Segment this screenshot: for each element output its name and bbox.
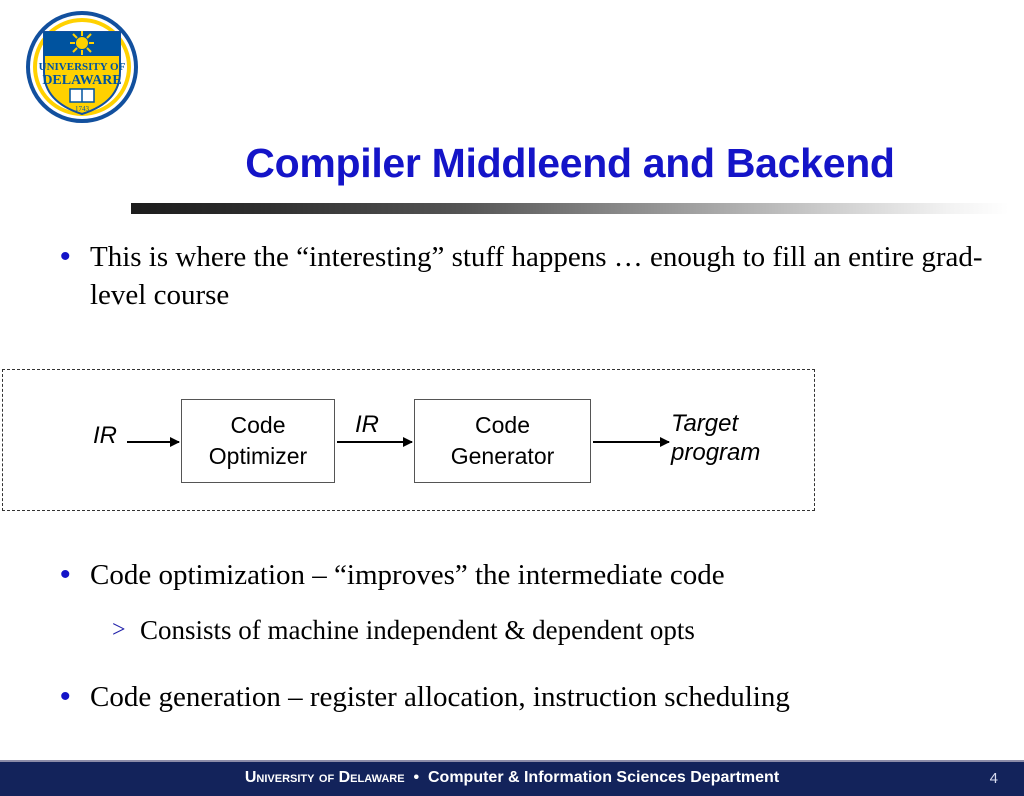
node-optimizer-line1: Code [230,412,286,438]
bullet-subtext-2-1: Consists of machine independent & depend… [140,615,695,645]
bullet-dot-icon: • [60,558,71,591]
footer-top-divider [0,760,1024,762]
bullet-text-1: This is where the “interesting” stuff ha… [90,241,983,311]
node-optimizer-line2: Optimizer [208,443,308,469]
footer-text: University of Delaware • Computer & Info… [0,769,1024,787]
target-program-line1: Target [671,410,739,437]
arrow-ir-to-optimizer [127,437,180,447]
page-number: 4 [989,770,998,787]
diagram-label-middle-ir: IR [355,411,379,438]
bullet-dot-icon: • [60,240,71,273]
bullet-item-2: • Code optimization – “improves” the int… [60,556,1020,594]
diagram-node-code-generator: Code Generator [414,399,591,483]
svg-text:DELAWARE: DELAWARE [42,73,121,88]
svg-text:UNIVERSITY OF: UNIVERSITY OF [39,61,126,73]
target-program-line2: program [671,439,761,466]
title-gradient-rule [131,203,1009,214]
footer-separator: • [404,769,428,786]
footer-institution: University of Delaware [244,769,405,786]
footer-bar [0,762,1024,796]
diagram-label-target-program: Target program [671,409,760,467]
node-generator-line1: Code [475,412,530,438]
svg-text:1743: 1743 [75,105,90,113]
bullet-text-3: Code generation – register allocation, i… [90,681,790,713]
university-of-delaware-seal-logo: UNIVERSITY OF DELAWARE 1743 [16,10,148,125]
bullet-item-3: • Code generation – register allocation,… [60,678,1020,716]
bullet-item-1: • This is where the “interesting” stuff … [60,238,1020,314]
bullet-subitem-2-1: > Consists of machine independent & depe… [112,612,1024,648]
node-generator-line2: Generator [450,443,555,469]
bullet-text-2: Code optimization – “improves” the inter… [90,559,725,591]
bullet-dot-icon: • [60,680,71,713]
page-title: Compiler Middleend and Backend [245,140,895,186]
arrow-optimizer-to-generator [337,437,413,447]
footer-department: Computer & Information Sciences Departme… [427,769,780,786]
diagram-label-input-ir: IR [93,422,117,449]
compiler-backend-diagram: IR Code Optimizer IR Code Generator Targ… [2,369,815,511]
arrow-generator-to-target [593,437,670,447]
diagram-node-code-optimizer: Code Optimizer [181,399,335,483]
chevron-right-icon: > [112,617,126,643]
